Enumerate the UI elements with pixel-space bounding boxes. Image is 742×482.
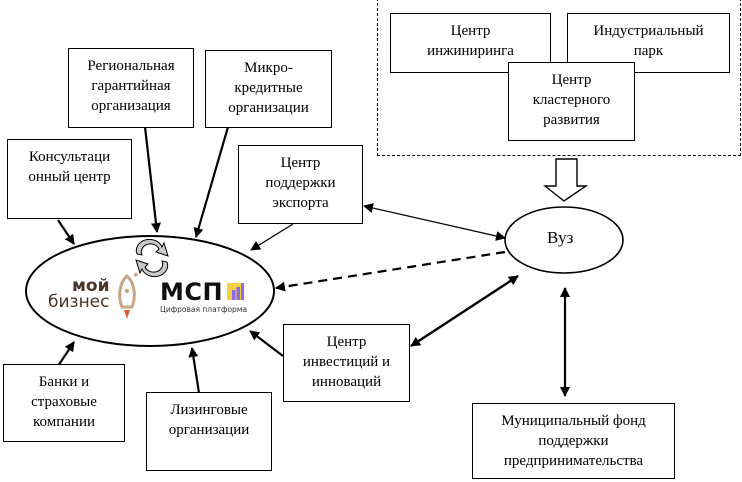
arrow-vuz-investment-bidirectional bbox=[410, 274, 519, 348]
infrastructure-group bbox=[377, 0, 741, 156]
node-municipal-fund-label: Муниципальный фонд поддержки предпринима… bbox=[501, 413, 646, 469]
node-banks-label: Банки и страховые компании bbox=[31, 374, 97, 430]
arrow-guarantee-to-center bbox=[143, 126, 161, 233]
node-cluster-center-label: Центр кластерного развития bbox=[532, 72, 611, 128]
moy-biznes-logo-line2: бизнес bbox=[48, 292, 110, 312]
vuz-label: Вуз bbox=[547, 228, 574, 247]
node-municipal-fund: Муниципальный фонд поддержки предпринима… bbox=[472, 403, 675, 479]
msp-platform-icon bbox=[227, 283, 244, 300]
node-banks: Банки и страховые компании bbox=[3, 364, 125, 442]
msp-logo-subtitle: Цифровая платформа bbox=[160, 305, 248, 314]
moy-biznes-logo-line1: мой bbox=[72, 276, 110, 296]
center-ellipse bbox=[25, 235, 275, 347]
arrow-leasing-to-center bbox=[188, 347, 201, 394]
node-regional-guarantee: Региональная гарантийная организация bbox=[68, 48, 194, 128]
node-leasing-label: Лизинговые организации bbox=[168, 402, 250, 438]
arrow-vuz-export-bidirectional bbox=[363, 203, 506, 241]
node-industrial-park-label: Индустриальный парк bbox=[593, 23, 704, 59]
arrow-consulting-to-center bbox=[57, 219, 75, 245]
block-arrow-group-to-vuz bbox=[542, 158, 589, 202]
node-cluster-center: Центр кластерного развития bbox=[508, 62, 635, 141]
msp-logo-title: МСП bbox=[160, 278, 224, 306]
node-export-center-label: Центр поддержки экспорта bbox=[265, 155, 336, 211]
node-investment-center-label: Центр инвестиций и инноваций bbox=[302, 334, 391, 390]
refresh-cycle-icon bbox=[135, 238, 169, 278]
arrow-microcredit-to-center bbox=[193, 126, 230, 238]
arrow-export-to-center bbox=[250, 223, 294, 251]
node-regional-guarantee-label: Региональная гарантийная организация bbox=[87, 58, 175, 114]
node-leasing: Лизинговые организации bbox=[146, 392, 272, 471]
arrow-vuz-to-center-dashed bbox=[275, 250, 506, 292]
arrow-banks-to-center bbox=[57, 341, 75, 367]
node-investment-center: Центр инвестиций и инноваций bbox=[283, 324, 410, 402]
node-microcredit: Микро- кредитные организации bbox=[205, 50, 332, 128]
node-consulting: Консультаци онный центр bbox=[7, 139, 132, 219]
node-engineering-center-label: Центр инжиниринга bbox=[427, 23, 514, 59]
node-export-center: Центр поддержки экспорта bbox=[238, 145, 363, 224]
msp-logo: МСП Цифровая платформа bbox=[160, 280, 247, 314]
node-microcredit-label: Микро- кредитные организации bbox=[228, 60, 309, 116]
node-consulting-label: Консультаци онный центр bbox=[28, 149, 111, 185]
arrow-investment-to-center bbox=[249, 330, 284, 357]
moy-biznes-logo: мой бизнес bbox=[48, 276, 110, 312]
